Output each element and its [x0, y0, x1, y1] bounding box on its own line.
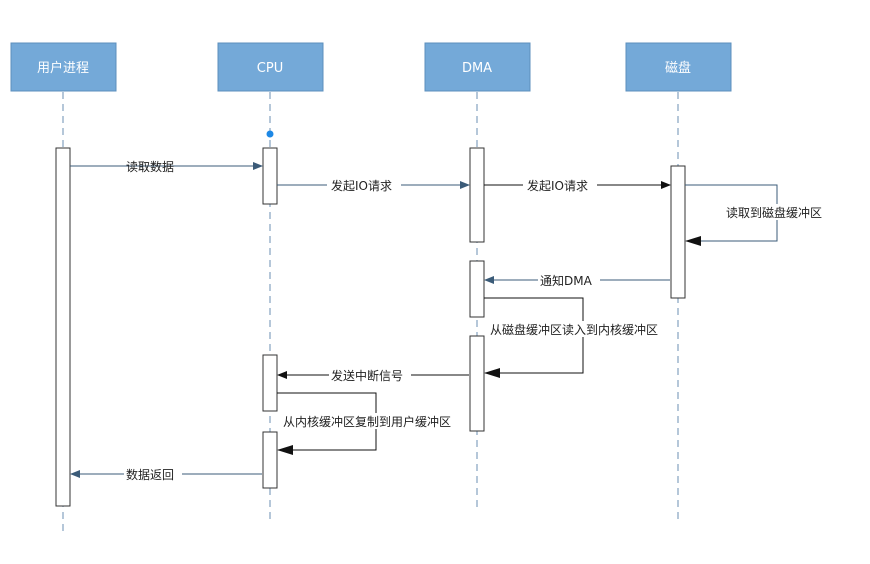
message-read-to-disk-buffer-label: 读取到磁盘缓冲区	[726, 205, 822, 220]
participant-user-label: 用户进程	[37, 60, 89, 76]
participant-cpu: CPU	[217, 42, 324, 92]
message-send-interrupt-label: 发送中断信号	[331, 368, 403, 383]
activation-disk	[670, 165, 686, 299]
message-notify-dma-label: 通知DMA	[540, 274, 593, 288]
message-return-data-label: 数据返回	[126, 467, 174, 482]
message-kernel-to-user-buffer-label: 从内核缓冲区复制到用户缓冲区	[283, 414, 451, 429]
participant-dma-label: DMA	[462, 61, 492, 76]
participant-user: 用户进程	[10, 42, 117, 92]
activation-dma-2	[469, 260, 485, 318]
start-dot	[266, 130, 274, 138]
message-read-to-disk-buffer: 读取到磁盘缓冲区	[685, 184, 832, 246]
participant-disk: 磁盘	[625, 42, 732, 92]
activation-user	[55, 147, 71, 507]
activation-dma-3	[469, 335, 485, 432]
message-return-data: 数据返回	[70, 466, 262, 482]
message-notify-dma: 通知DMA	[484, 272, 670, 288]
message-disk-to-kernel-buffer-label: 从磁盘缓冲区读入到内核缓冲区	[490, 322, 658, 337]
message-send-interrupt: 发送中断信号	[277, 367, 469, 383]
message-cpu-io-request-label: 发起IO请求	[331, 178, 392, 193]
message-dma-io-request-label: 发起IO请求	[527, 178, 588, 193]
activation-dma-1	[469, 147, 485, 243]
message-cpu-io-request: 发起IO请求	[277, 177, 470, 193]
message-dma-io-request: 发起IO请求	[484, 177, 671, 193]
message-read-data-label: 读取数据	[126, 159, 174, 174]
message-kernel-to-user-buffer: 从内核缓冲区复制到用户缓冲区	[277, 392, 467, 455]
participant-dma: DMA	[424, 42, 531, 92]
participant-disk-label: 磁盘	[665, 60, 691, 76]
message-read-data: 读取数据	[70, 159, 263, 174]
message-disk-to-kernel-buffer: 从磁盘缓冲区读入到内核缓冲区	[484, 297, 672, 378]
activation-cpu-2	[262, 354, 278, 412]
activation-cpu-3	[262, 431, 278, 489]
activation-cpu-1	[262, 147, 278, 205]
participant-cpu-label: CPU	[257, 61, 283, 76]
